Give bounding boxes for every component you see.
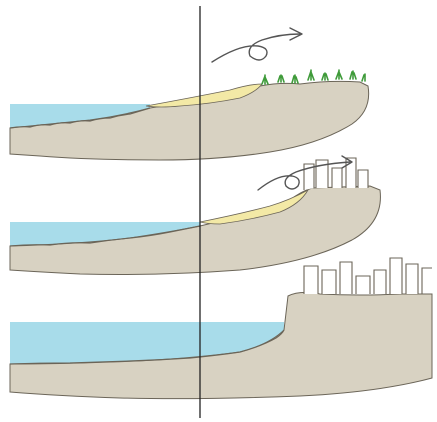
panel-no-beach [10, 258, 432, 399]
buildings-panel-3 [304, 258, 432, 294]
panel-natural-beach [10, 28, 369, 160]
curly-arrow-icon [212, 28, 302, 62]
panel-narrowed-beach [10, 156, 380, 275]
